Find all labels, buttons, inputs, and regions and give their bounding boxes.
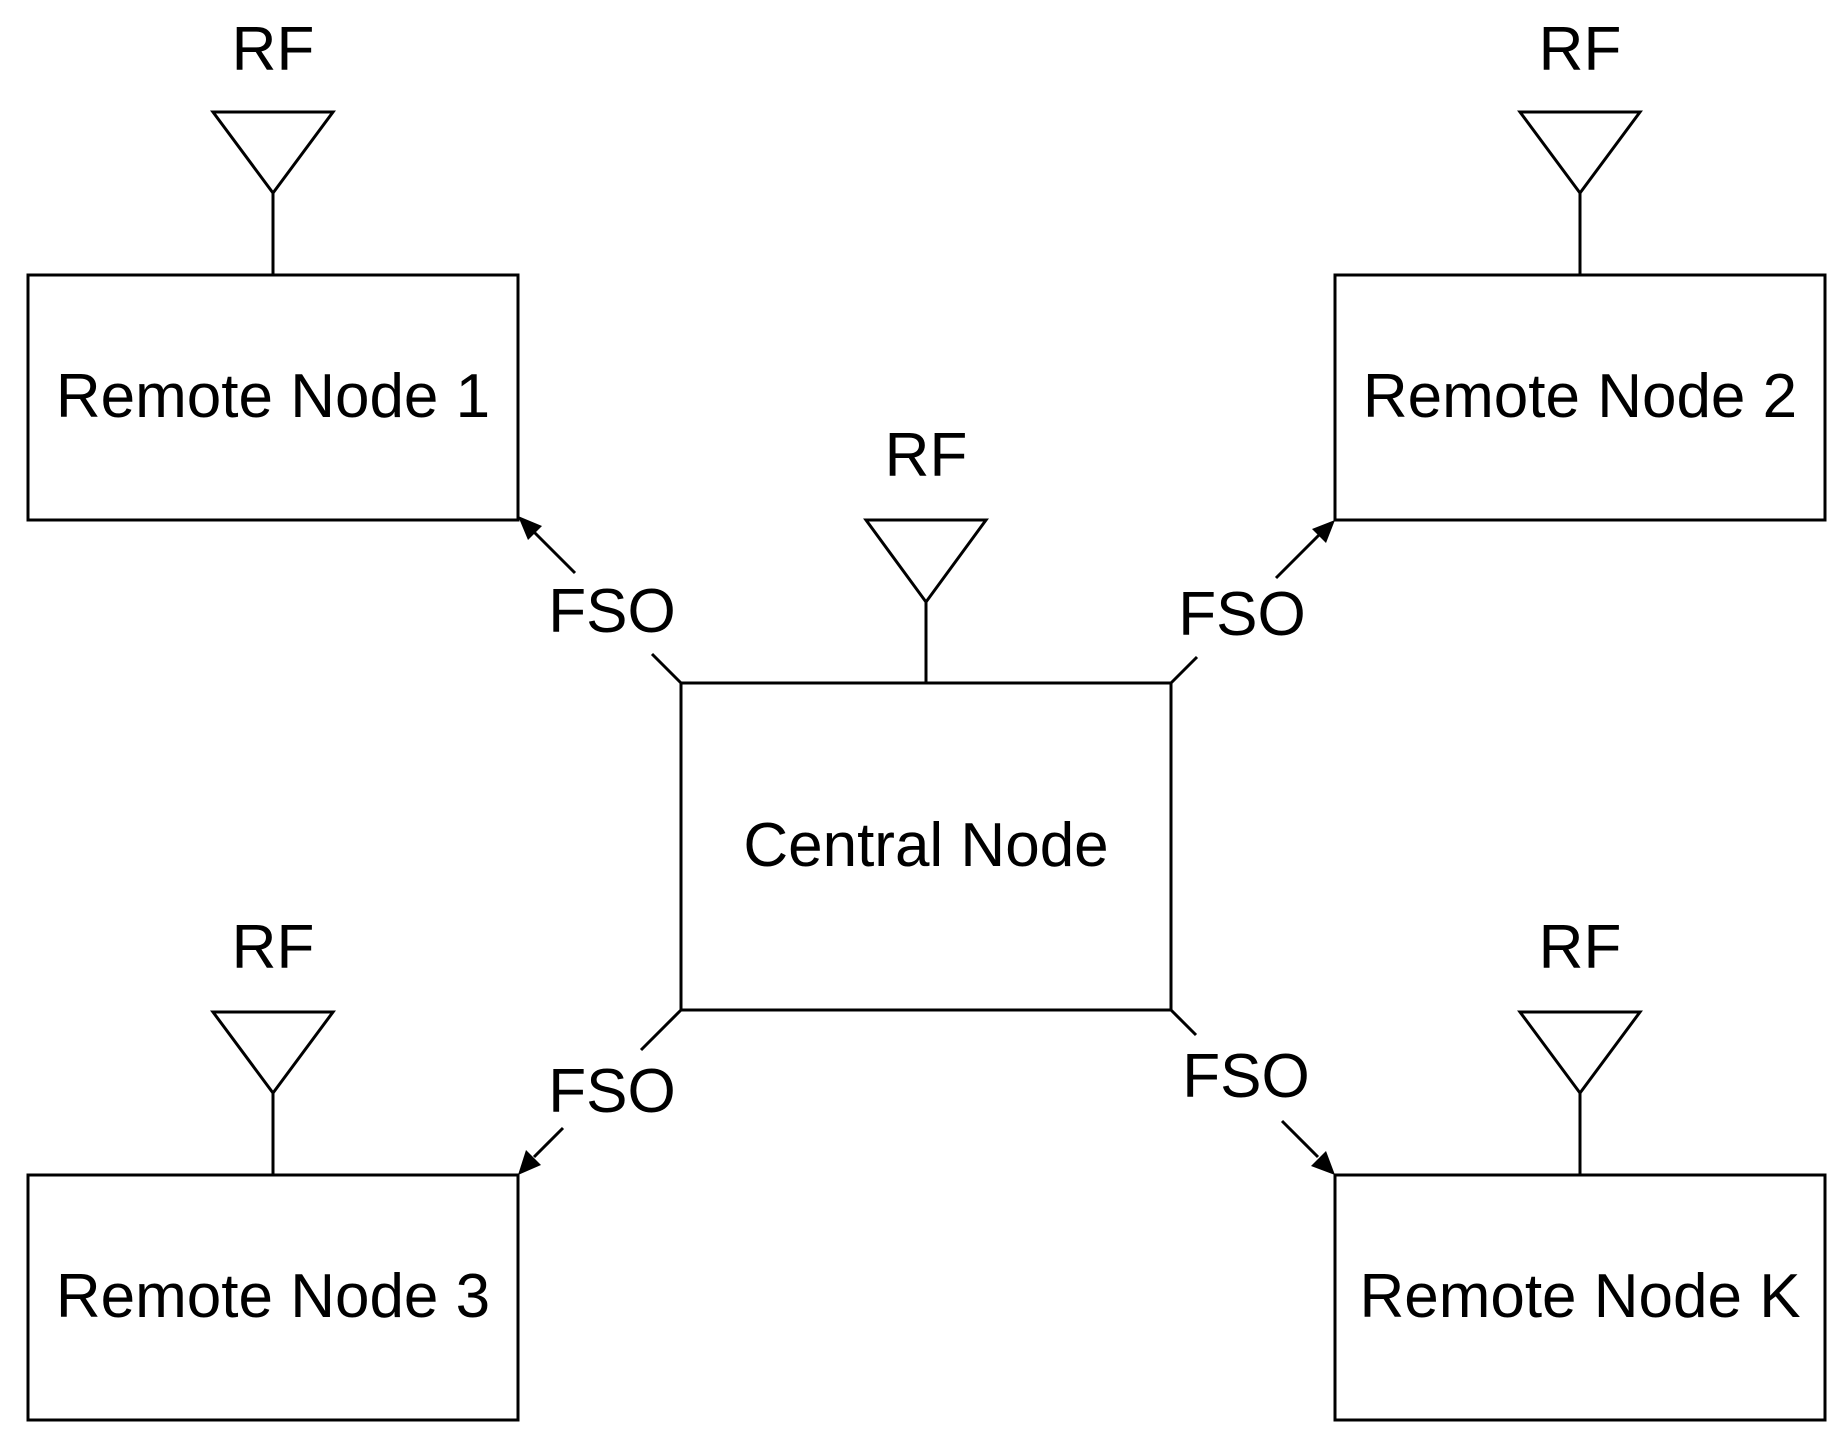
link-line bbox=[1169, 655, 1199, 685]
node-box bbox=[1333, 1173, 1827, 1422]
node-label: Remote Node 3 bbox=[56, 1262, 490, 1331]
node-box bbox=[1333, 273, 1827, 522]
link-line bbox=[532, 530, 577, 575]
fso-label: FSO bbox=[1178, 580, 1305, 649]
arrowhead-icon bbox=[1312, 520, 1335, 543]
rf-label: RF bbox=[1539, 15, 1622, 84]
node-label: Central Node bbox=[743, 811, 1108, 880]
arrowhead-icon bbox=[518, 1150, 541, 1175]
rf-label: RF bbox=[885, 421, 968, 490]
rf-label: RF bbox=[232, 15, 315, 84]
arrowhead-icon bbox=[1311, 1151, 1335, 1175]
remote-node-2: RF Remote Node 2 bbox=[1333, 15, 1827, 522]
antenna-icon bbox=[210, 1010, 336, 1096]
central-node: RF Central Node bbox=[679, 421, 1173, 1012]
node-label: Remote Node 1 bbox=[56, 362, 490, 431]
node-label: Remote Node K bbox=[1359, 1262, 1800, 1331]
fso-link-k: FSO bbox=[1169, 1008, 1335, 1175]
arrowhead-icon bbox=[518, 516, 542, 540]
remote-node-3: RF Remote Node 3 bbox=[26, 913, 520, 1422]
fso-link-2: FSO bbox=[1169, 520, 1335, 685]
antenna-icon bbox=[863, 518, 989, 605]
node-box bbox=[679, 681, 1173, 1012]
link-line bbox=[1274, 532, 1322, 580]
node-label: Remote Node 2 bbox=[1363, 362, 1797, 431]
link-line bbox=[1280, 1119, 1320, 1159]
rf-label: RF bbox=[232, 913, 315, 982]
fso-label: FSO bbox=[1182, 1042, 1309, 1111]
fso-link-1: FSO bbox=[518, 516, 683, 685]
link-line bbox=[650, 652, 683, 685]
fso-label: FSO bbox=[548, 1057, 675, 1126]
fso-link-3: FSO bbox=[518, 1008, 683, 1175]
remote-node-k: RF Remote Node K bbox=[1333, 913, 1827, 1422]
node-box bbox=[26, 273, 520, 522]
rf-label: RF bbox=[1539, 913, 1622, 982]
remote-node-1: RF Remote Node 1 bbox=[26, 15, 520, 522]
antenna-icon bbox=[210, 110, 336, 196]
fso-label: FSO bbox=[548, 577, 675, 646]
link-line bbox=[1169, 1008, 1198, 1037]
antenna-icon bbox=[1517, 110, 1643, 196]
node-box bbox=[26, 1173, 520, 1422]
antenna-icon bbox=[1517, 1010, 1643, 1096]
link-line bbox=[639, 1008, 683, 1052]
link-line bbox=[532, 1126, 565, 1159]
